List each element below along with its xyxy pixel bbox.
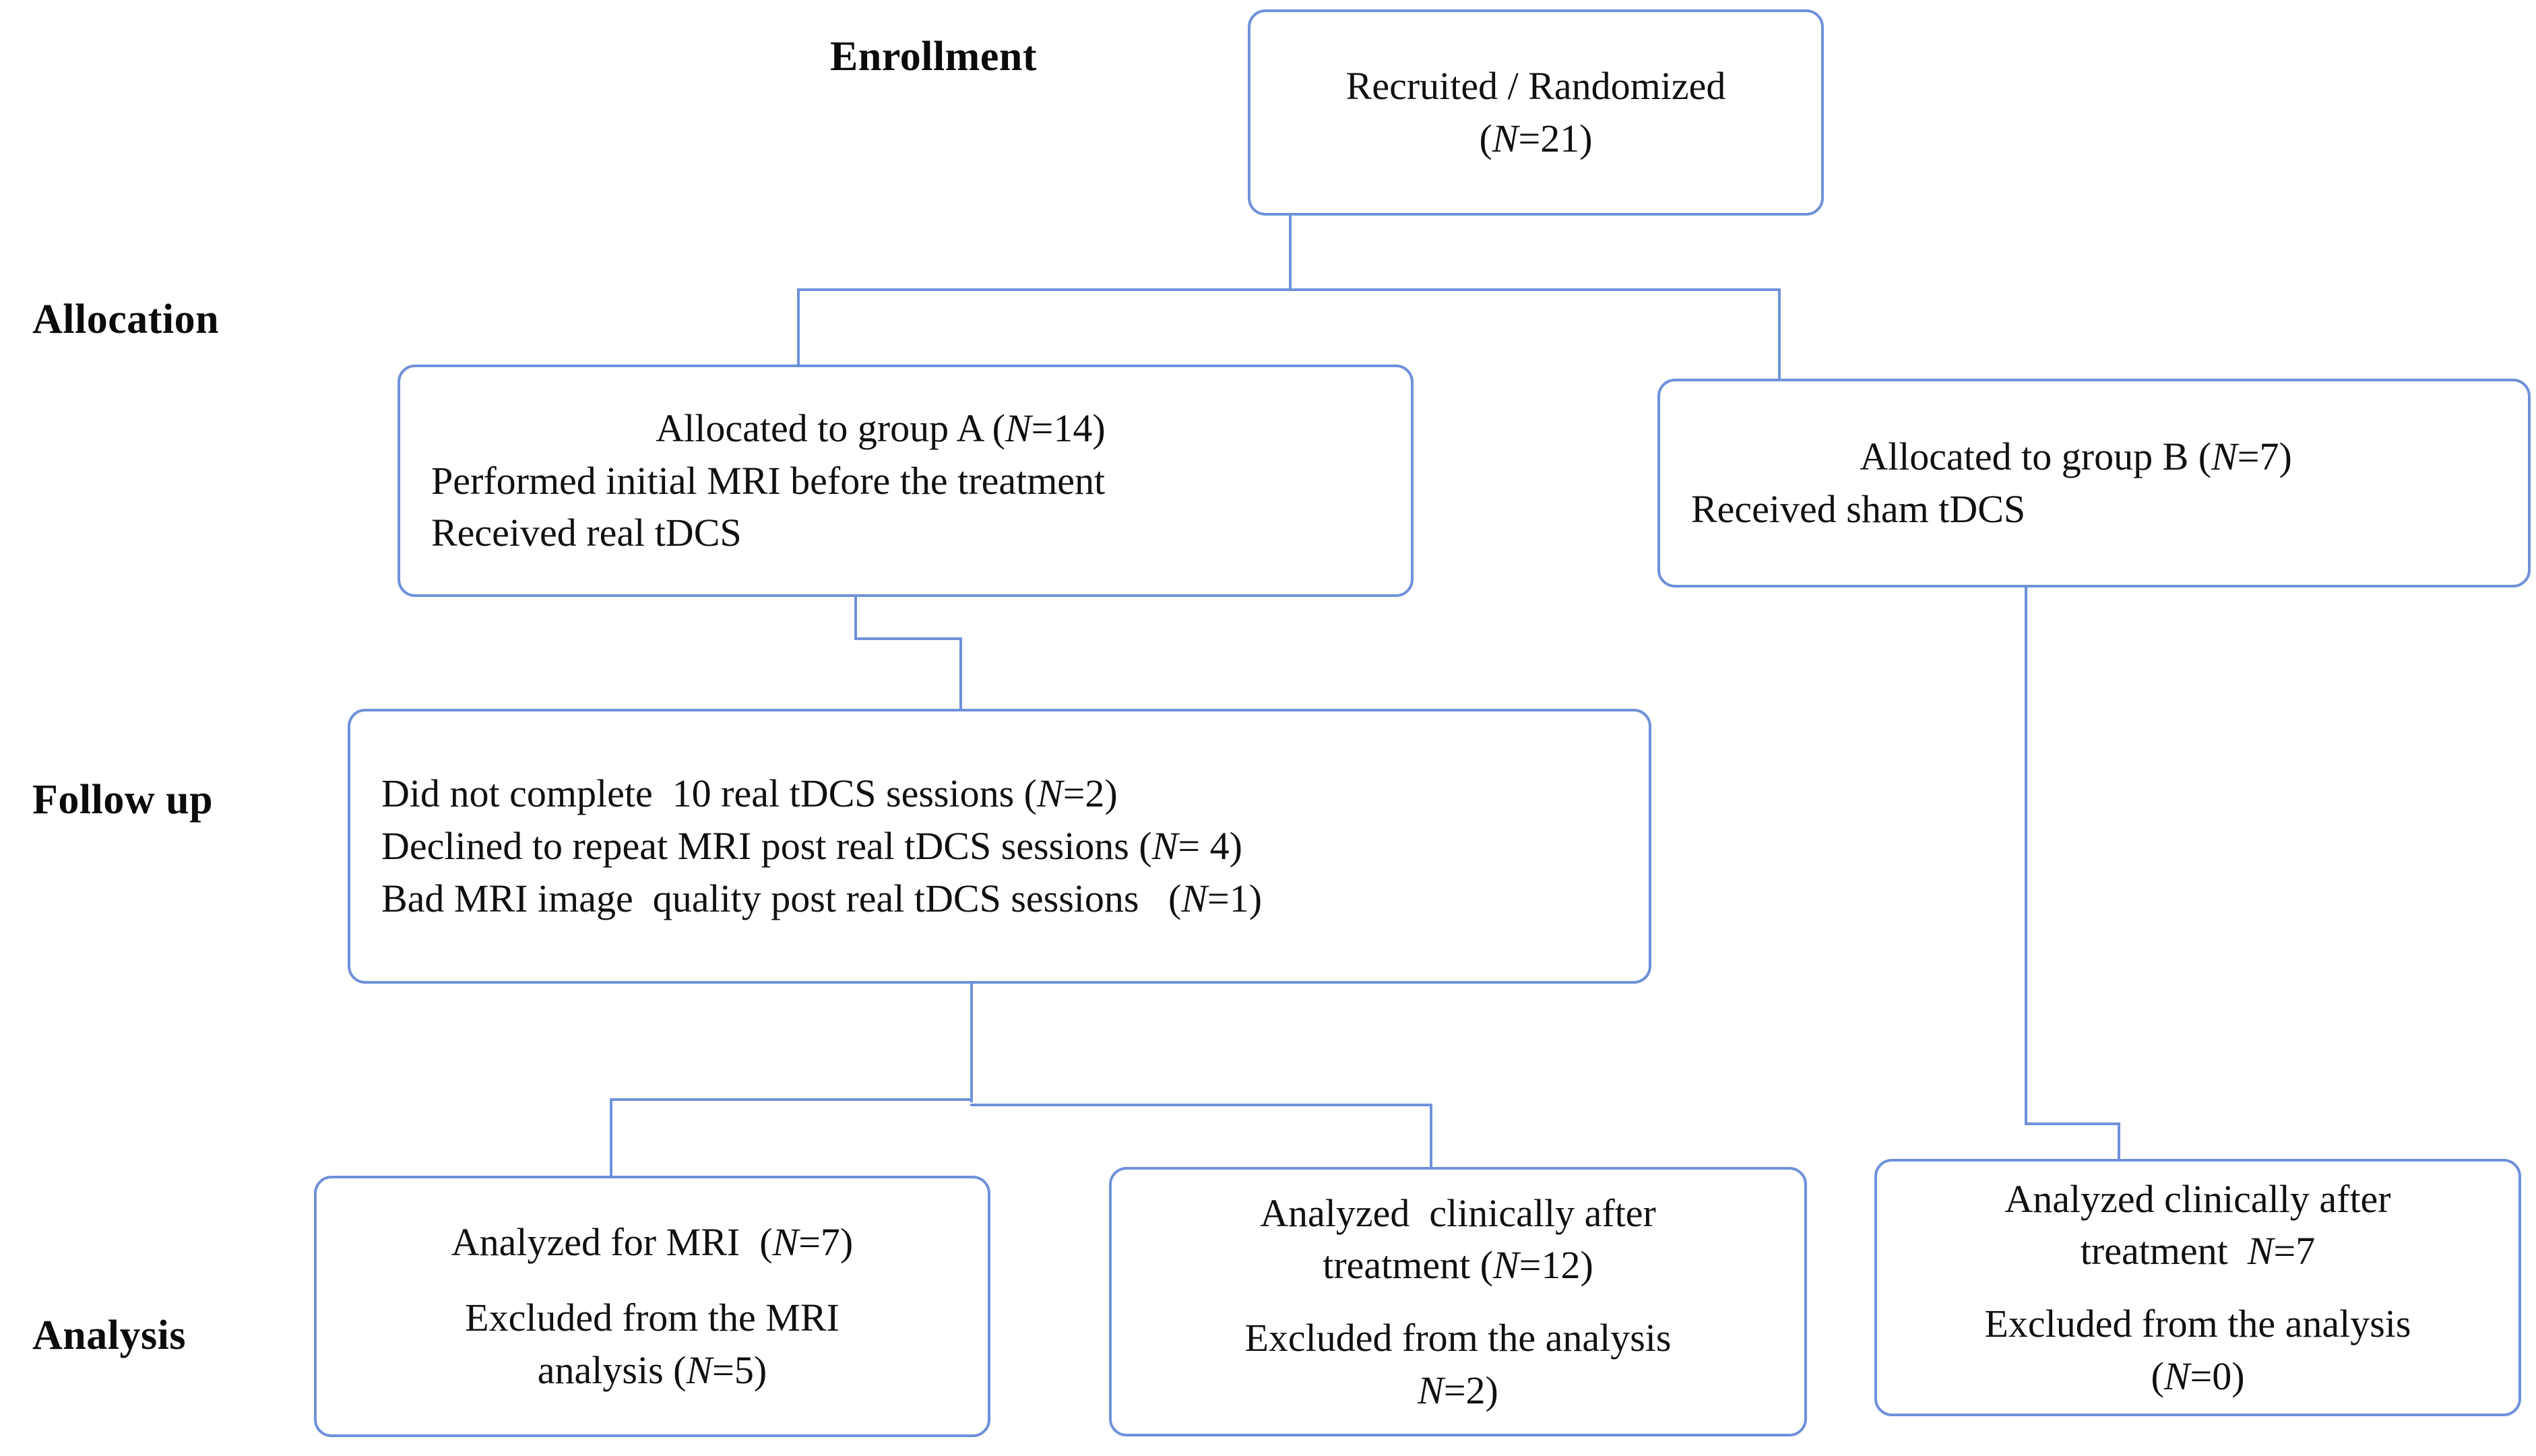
connector-follow-up-down (970, 982, 973, 1102)
analysis-clinical-a-line-4: N=2) (1418, 1368, 1498, 1412)
analysis-clinical-b-line-2: treatment N=7 (2080, 1229, 2316, 1273)
group-b-line-1: Allocated to group B (N=7) (1860, 435, 2292, 479)
connector-group-b-into-analysis (2118, 1122, 2120, 1162)
analysis-clinical-a-line-3: Excluded from the analysis (1244, 1316, 1672, 1360)
group-a-box[interactable]: Allocated to group A (N=14) Performed in… (398, 365, 1414, 597)
group-a-line-2: Performed initial MRI before the treatme… (431, 458, 1106, 503)
group-a-line-3: Received real tDCS (431, 511, 742, 555)
analysis-clinical-b-box[interactable]: Analyzed clinically after treatment N=7 … (1874, 1159, 2521, 1416)
connector-analysis-bus-right (970, 1104, 1432, 1106)
stage-label-follow-up: Follow up (32, 777, 214, 823)
connector-to-analysis-mri (610, 1098, 612, 1178)
connector-group-b-down (2025, 586, 2027, 1125)
enrollment-line-1: Recruited / Randomized (1345, 64, 1726, 108)
follow-up-line-1: Did not complete 10 real tDCS sessions (… (381, 771, 1118, 816)
enrollment-line-2: (N=21) (1479, 117, 1593, 160)
connector-group-b-step (2025, 1122, 2120, 1125)
connector-allocation-to-group-b (1778, 288, 1781, 383)
analysis-clinical-b-line-4: (N=0) (2151, 1354, 2245, 1398)
group-b-line-2: Received sham tDCS (1691, 487, 2026, 531)
follow-up-box[interactable]: Did not complete 10 real tDCS sessions (… (348, 709, 1651, 984)
group-b-box[interactable]: Allocated to group B (N=7) Received sham… (1657, 379, 2531, 588)
group-a-line-1: Allocated to group A (N=14) (656, 406, 1106, 450)
connector-analysis-bus-left (610, 1098, 973, 1101)
connector-allocation-bus (797, 288, 1781, 291)
connector-group-a-into-follow-up (959, 637, 962, 710)
stage-label-analysis: Analysis (32, 1312, 186, 1358)
stage-label-enrollment: Enrollment (830, 34, 1037, 80)
analysis-mri-line-2: Excluded from the MRI (465, 1296, 839, 1340)
enrollment-box[interactable]: Recruited / Randomized (N=21) (1248, 9, 1824, 216)
analysis-mri-box[interactable]: Analyzed for MRI (N=7) Excluded from the… (314, 1176, 990, 1437)
connector-group-a-down (854, 594, 857, 640)
analysis-clinical-a-box[interactable]: Analyzed clinically after treatment (N=1… (1109, 1167, 1807, 1436)
connector-enrollment-down (1289, 216, 1292, 291)
analysis-mri-line-3: analysis (N=5) (537, 1348, 767, 1392)
analysis-clinical-b-line-3: Excluded from the analysis (1984, 1302, 2411, 1346)
analysis-clinical-a-line-1: Analyzed clinically after (1260, 1191, 1656, 1235)
connector-group-a-step (854, 637, 962, 640)
analysis-clinical-a-line-2: treatment (N=12) (1323, 1243, 1593, 1288)
stage-label-allocation: Allocation (32, 296, 220, 342)
follow-up-line-3: Bad MRI image quality post real tDCS ses… (381, 876, 1263, 920)
follow-up-line-2: Declined to repeat MRI post real tDCS se… (381, 824, 1242, 868)
connector-to-analysis-clinical-a (1430, 1104, 1432, 1170)
analysis-mri-line-1: Analyzed for MRI (N=7) (451, 1220, 854, 1265)
connector-allocation-to-group-a (797, 288, 800, 369)
analysis-clinical-b-line-1: Analyzed clinically after (2004, 1176, 2391, 1221)
